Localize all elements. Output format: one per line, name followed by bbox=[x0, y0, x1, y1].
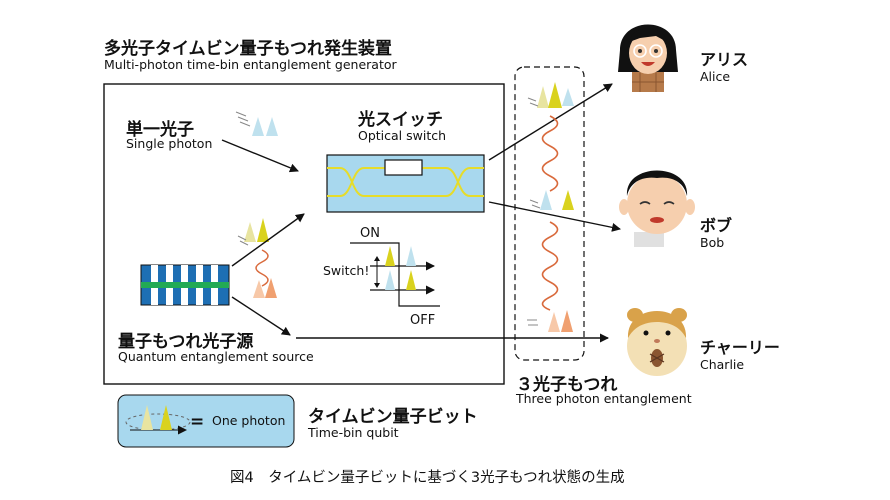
three-photon-label-en: Three photon entanglement bbox=[516, 391, 692, 406]
switch-timing-diagram: ON OFF Switch! bbox=[323, 226, 440, 328]
source-lower-arrow bbox=[231, 296, 291, 336]
bob-avatar bbox=[619, 170, 695, 247]
charlie-name-en: Charlie bbox=[700, 357, 745, 372]
legend-one-photon: One photon bbox=[212, 413, 285, 428]
bob-name-ja: ボブ bbox=[700, 216, 733, 235]
charlie-name-ja: チャーリー bbox=[700, 338, 780, 357]
three-photon-region bbox=[514, 66, 585, 361]
single-photon-label-ja: 単一光子 bbox=[126, 120, 194, 140]
single-photon-pulses bbox=[235, 111, 278, 136]
figure-caption: 図4 タイムビン量子ビットに基づく3光子もつれ状態の生成 bbox=[230, 470, 625, 486]
alice-name-en: Alice bbox=[700, 69, 731, 84]
switch-label: Switch! bbox=[323, 263, 369, 278]
optical-switch-label-ja: 光スイッチ bbox=[358, 110, 443, 130]
to-bob-arrow bbox=[488, 201, 621, 232]
source-label-en: Quantum entanglement source bbox=[118, 349, 314, 364]
legend-label-ja: タイムビン量子ビット bbox=[308, 407, 478, 427]
alice-photon-pulses bbox=[527, 82, 574, 108]
legend-equals: = bbox=[190, 412, 204, 432]
generator-box bbox=[103, 83, 505, 385]
on-label: ON bbox=[360, 226, 380, 241]
entangled-pair-pulses bbox=[237, 218, 277, 298]
alice-name-ja: アリス bbox=[700, 50, 749, 69]
generator-title-en: Multi-photon time-bin entanglement gener… bbox=[104, 57, 397, 72]
optical-switch bbox=[326, 154, 485, 213]
single-photon-label-en: Single photon bbox=[126, 136, 213, 151]
time-bin-qubit-legend: = One photon bbox=[117, 394, 295, 448]
to-alice-arrow bbox=[488, 83, 613, 161]
entanglement-source bbox=[140, 264, 230, 306]
off-label: OFF bbox=[410, 313, 435, 328]
bob-name-en: Bob bbox=[700, 235, 725, 250]
generator-title-ja: 多光子タイムビン量子もつれ発生装置 bbox=[104, 39, 392, 59]
source-label-ja: 量子もつれ光子源 bbox=[118, 332, 254, 352]
charlie-photon-pulses bbox=[527, 310, 573, 332]
alice-avatar bbox=[618, 24, 678, 92]
charlie-avatar bbox=[627, 308, 687, 376]
optical-switch-label-en: Optical switch bbox=[358, 128, 447, 143]
legend-label-en: Time-bin qubit bbox=[308, 425, 399, 440]
entanglement-wave-upper bbox=[541, 115, 559, 192]
bob-photon-pulses bbox=[529, 190, 574, 210]
entanglement-wave-lower bbox=[541, 221, 559, 311]
single-photon-arrow bbox=[221, 139, 299, 173]
source-to-switch-arrow bbox=[231, 213, 305, 267]
three-photon-label-ja: ３光子もつれ bbox=[516, 375, 618, 395]
